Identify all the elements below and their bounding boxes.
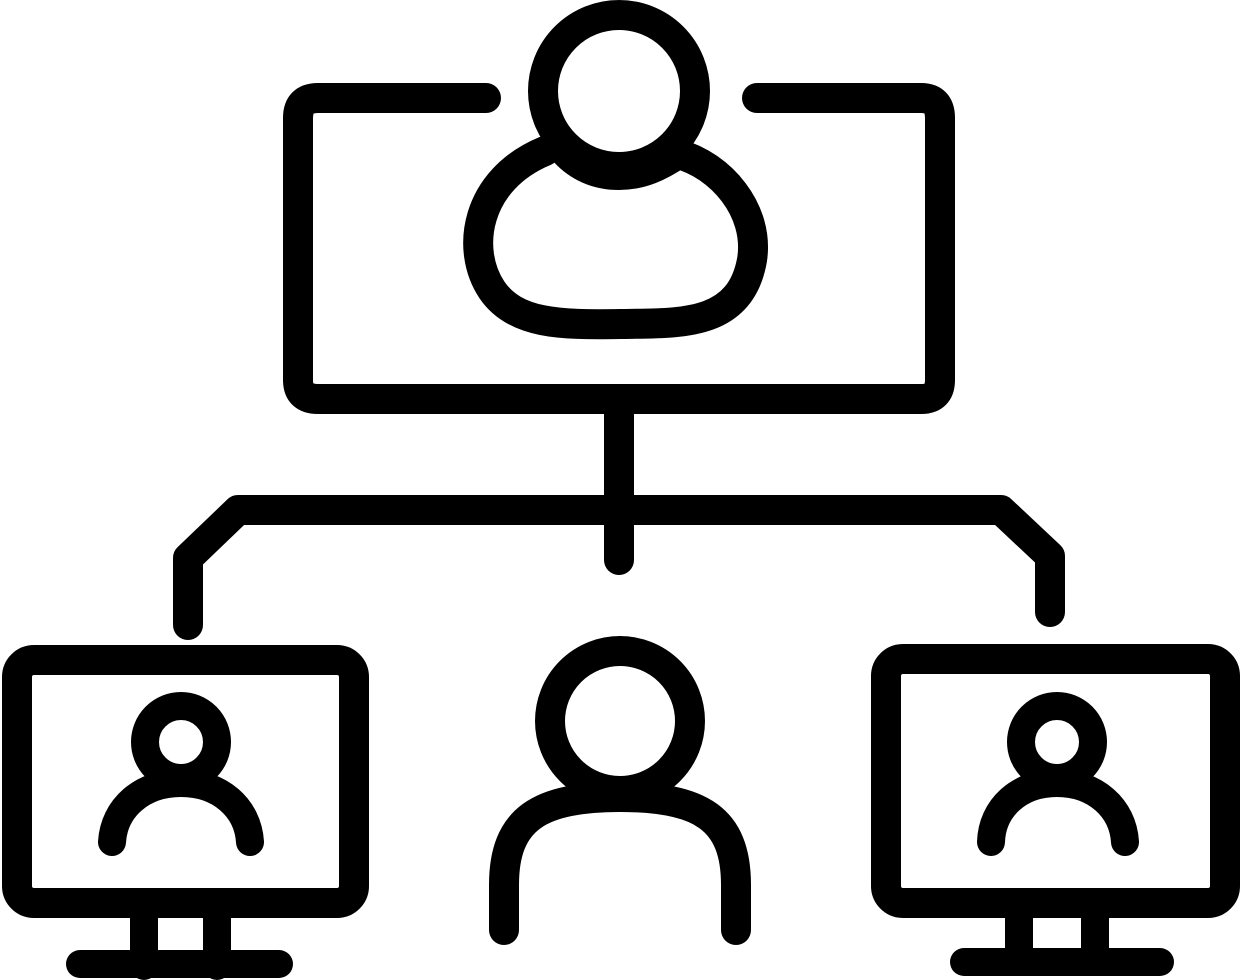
left-monitor-screen <box>2 645 369 918</box>
top-monitor <box>283 0 955 414</box>
center-user-body <box>489 782 751 945</box>
left-user-icon <box>98 692 264 856</box>
right-monitor-stand <box>950 904 1174 976</box>
top-monitor-frame <box>283 83 955 414</box>
top-presenter-user-icon <box>463 0 768 340</box>
top-user-body <box>463 136 768 340</box>
right-monitor-screen <box>871 644 1240 918</box>
right-user-body <box>977 769 1139 856</box>
hierarchy-connector <box>173 399 1065 640</box>
center-user-head <box>535 636 705 806</box>
right-user-head <box>1007 692 1107 792</box>
left-monitor <box>2 645 369 980</box>
left-user-head <box>131 692 231 792</box>
right-monitor <box>871 644 1240 976</box>
left-user-body <box>98 769 264 856</box>
right-user-icon <box>977 692 1139 856</box>
left-monitor-stand <box>66 904 293 980</box>
center-user-icon <box>489 636 751 945</box>
